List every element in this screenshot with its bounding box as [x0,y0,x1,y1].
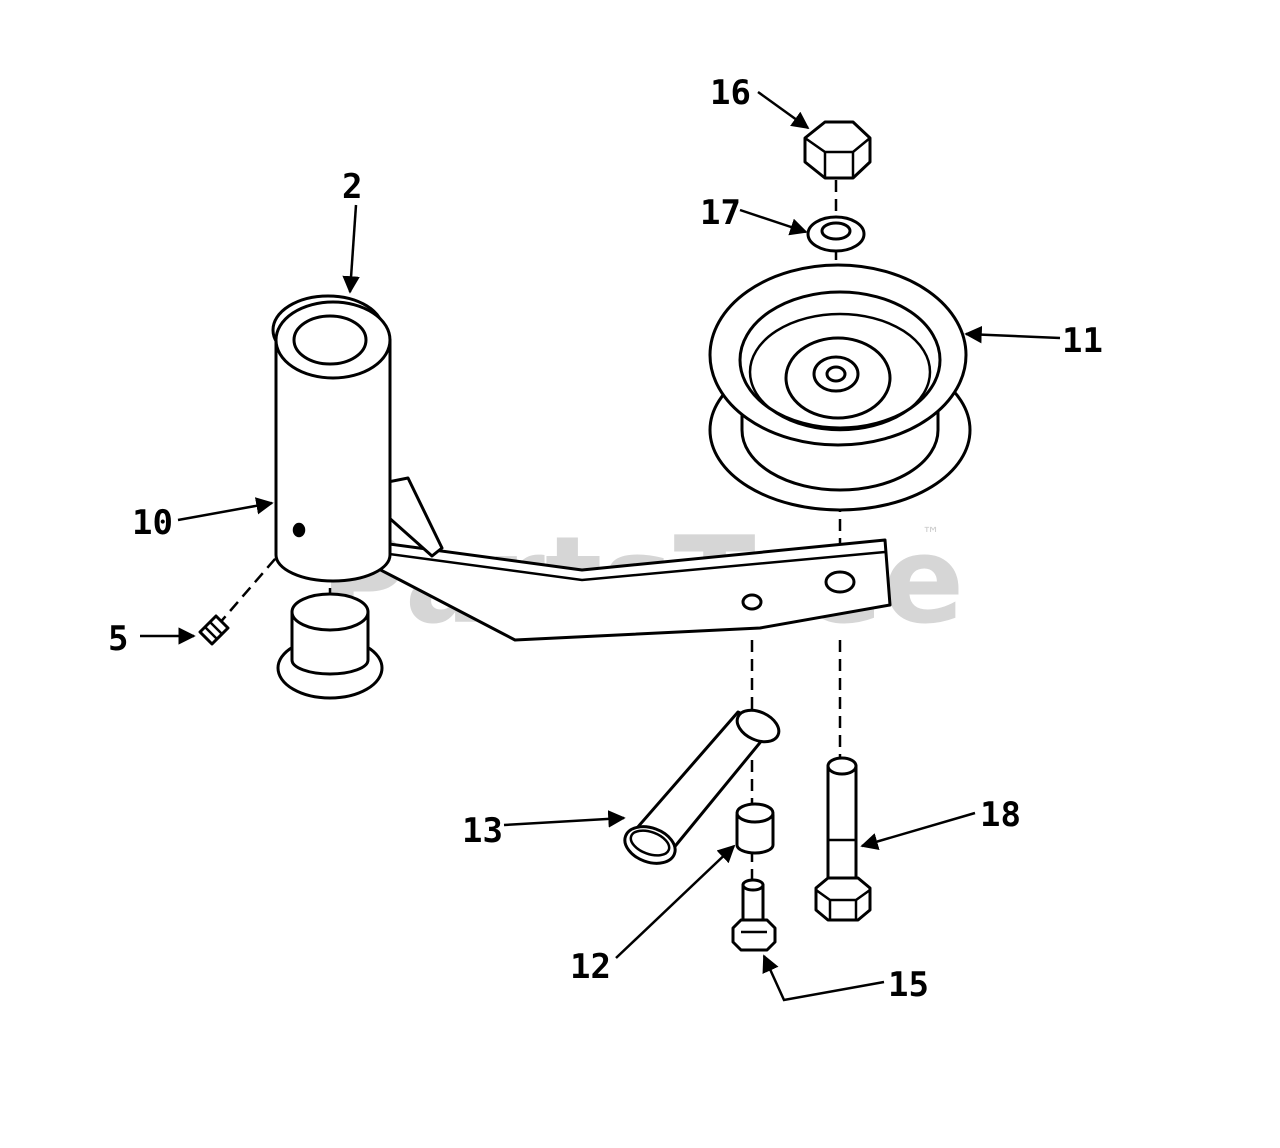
part-spacer [735,802,775,855]
callout-15: 15 [888,965,929,1005]
callout-16: 16 [710,73,751,113]
part-hex-bolt [814,756,872,922]
callout-18: 18 [980,795,1021,835]
part-shoulder-bolt [731,878,777,952]
part-idler-pulley [708,263,972,512]
part-lower-bushing [276,592,384,700]
callout-2: 2 [342,167,362,207]
callout-13: 13 [462,811,503,851]
part-spring [623,708,781,865]
part-lock-washer [806,215,866,253]
part-idler-arm [274,300,892,642]
callout-12: 12 [570,947,611,987]
watermark-trademark: ™ [922,524,940,545]
part-set-screw [198,614,230,646]
callout-11: 11 [1062,321,1103,361]
callout-labels: 2 5 10 11 12 13 15 16 17 18 [108,73,1103,1005]
leader-lines [140,90,1061,1002]
callout-17: 17 [700,193,741,233]
callout-10: 10 [132,503,173,543]
part-hex-nut [803,120,872,180]
callout-5: 5 [108,619,128,659]
